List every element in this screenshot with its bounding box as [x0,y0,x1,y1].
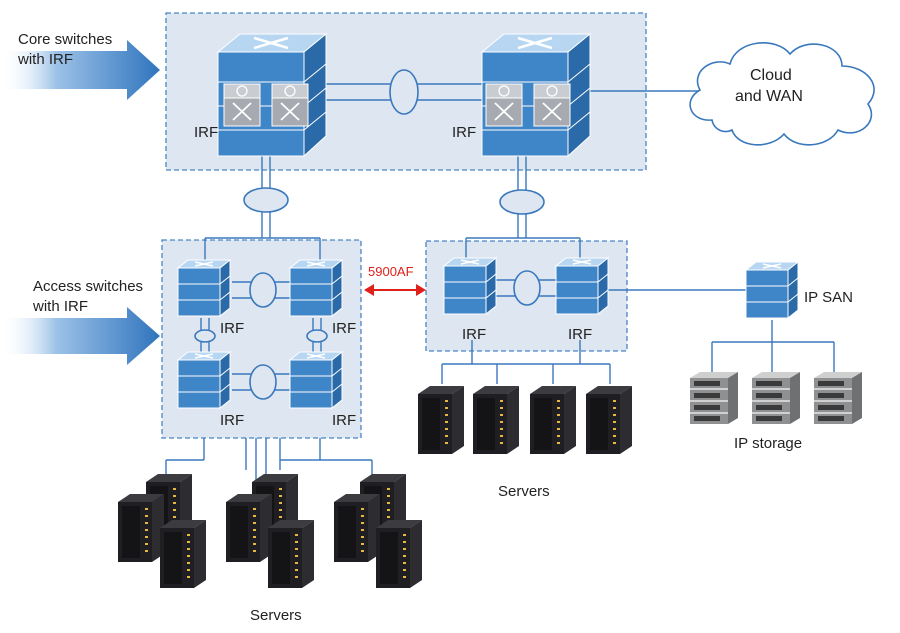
access-switches-label-line1: Access switches [33,278,143,295]
irf-ring-icon [194,69,545,400]
access-switch-icon [555,257,609,315]
ip-san-switch-icon [745,261,799,319]
servers-label-right: Servers [498,483,550,500]
server-rack-icon [118,474,422,588]
arrow-icon [0,40,160,365]
access-switch-icon [289,351,343,409]
cloud-label-line2: and WAN [735,88,803,105]
irf-label-access-tl: IRF [220,320,244,337]
cloud-icon [689,42,875,146]
access-switch-icon [443,257,497,315]
irf-label-access-right-1: IRF [462,326,486,343]
core-switch-icon [480,32,592,158]
access-switch-icon [177,351,231,409]
core-switch-icon [216,32,328,158]
irf-label-access-bl: IRF [220,412,244,429]
access-switch-icon [177,259,231,317]
access-switches-label-line2: with IRF [32,298,88,315]
irf-label-access-right-2: IRF [568,326,592,343]
core-switches-label-line1: Core switches [18,31,112,48]
cloud-label-line1: Cloud [750,67,792,84]
irf-label-core-right: IRF [452,124,476,141]
irf-label-access-br: IRF [332,412,356,429]
server-rack-icon [418,386,632,454]
5900af-label: 5900AF [368,264,414,279]
irf-label-access-tr: IRF [332,320,356,337]
ip-storage-label: IP storage [734,435,802,452]
access-switch-icon [289,259,343,317]
5900af-link [364,284,426,296]
servers-label-bottom: Servers [250,607,302,624]
irf-label-core-left: IRF [194,124,218,141]
core-switches-label-line2: with IRF [17,51,73,68]
ip-san-label: IP SAN [804,289,853,306]
storage-array-icon [689,371,863,425]
